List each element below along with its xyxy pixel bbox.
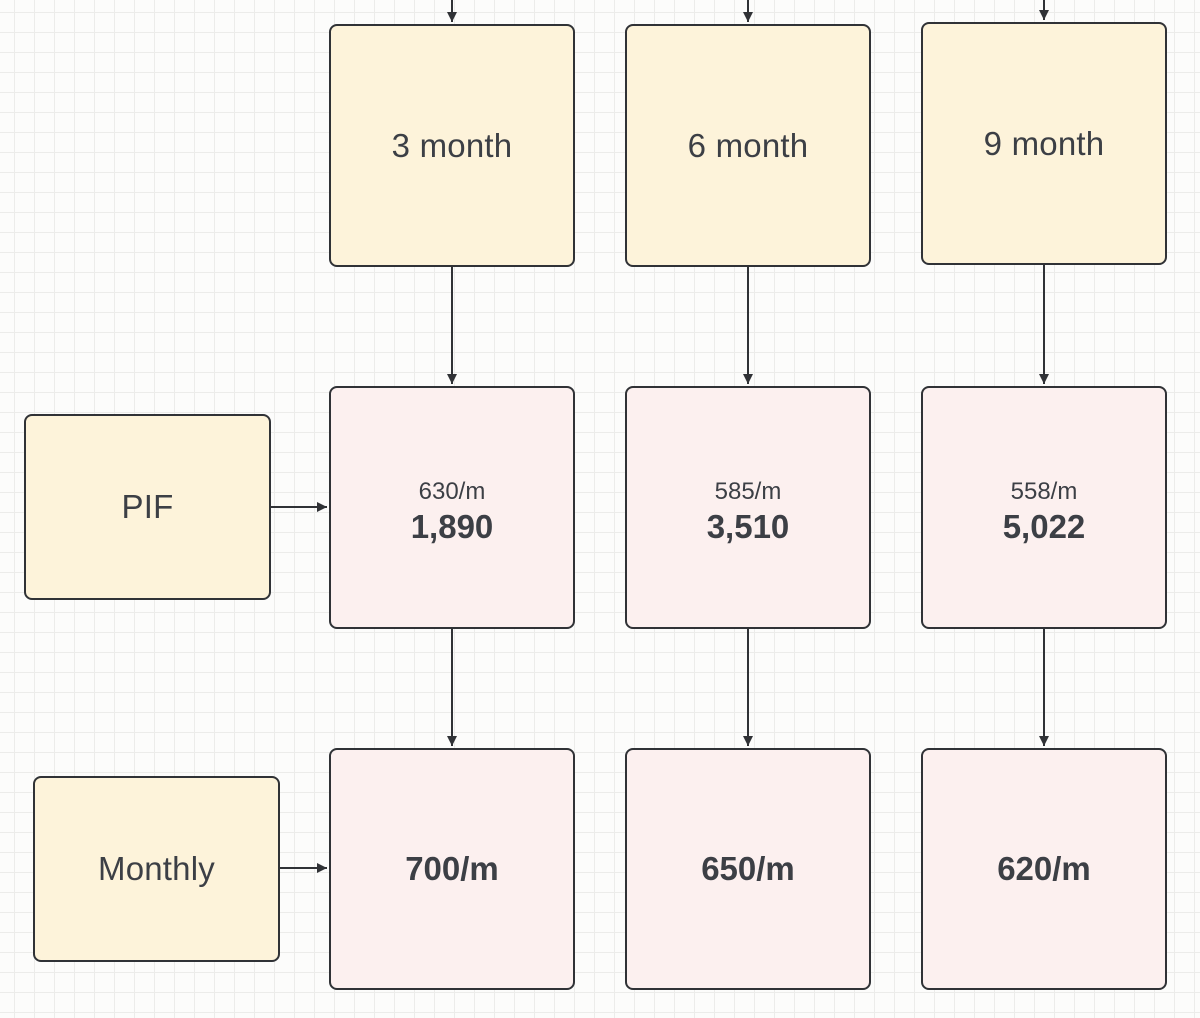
monthly-label: Monthly: [98, 850, 215, 887]
pif-total: 5,022: [1002, 507, 1086, 545]
term-label: 6 month: [687, 126, 809, 164]
pif-total: 3,510: [706, 507, 790, 545]
monthly-label-node[interactable]: Monthly: [33, 776, 280, 962]
pif-rate: 630/m: [418, 477, 486, 505]
monthly-price: 620/m: [997, 850, 1091, 887]
monthly-price-node-9-month[interactable]: 620/m: [921, 748, 1167, 990]
term-label: 9 month: [983, 124, 1105, 162]
pif-label: PIF: [121, 488, 174, 525]
pif-rate: 558/m: [1010, 477, 1078, 505]
monthly-price-node-6-month[interactable]: 650/m: [625, 748, 871, 990]
term-node-3-month[interactable]: 3 month: [329, 24, 575, 267]
monthly-price: 650/m: [701, 850, 795, 887]
term-node-9-month[interactable]: 9 month: [921, 22, 1167, 265]
pif-total: 1,890: [410, 507, 494, 545]
term-node-6-month[interactable]: 6 month: [625, 24, 871, 267]
monthly-price: 700/m: [405, 850, 499, 887]
term-label: 3 month: [391, 126, 513, 164]
pif-price-node-9-month[interactable]: 558/m 5,022: [921, 386, 1167, 629]
pif-price-node-3-month[interactable]: 630/m 1,890: [329, 386, 575, 629]
monthly-price-node-3-month[interactable]: 700/m: [329, 748, 575, 990]
pif-rate: 585/m: [714, 477, 782, 505]
pif-price-node-6-month[interactable]: 585/m 3,510: [625, 386, 871, 629]
pif-label-node[interactable]: PIF: [24, 414, 271, 600]
